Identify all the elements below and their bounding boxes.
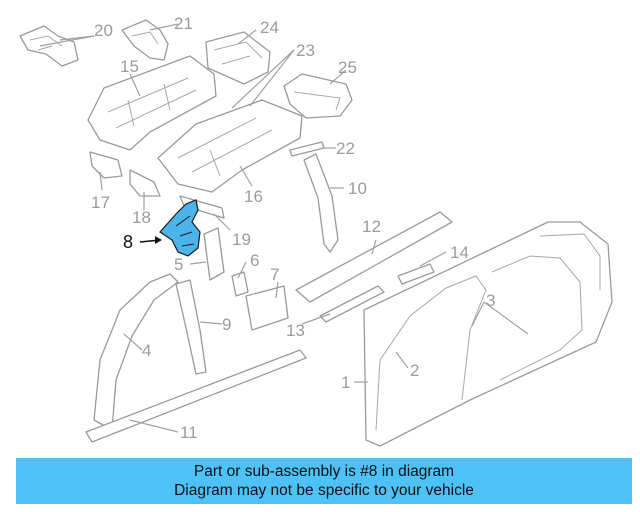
- callout-21: 21: [174, 14, 193, 33]
- callout-22: 22: [336, 139, 355, 158]
- part-13-rail: [319, 285, 385, 323]
- callout-13: 13: [286, 321, 305, 340]
- part-12-rocker-reinforcement: [295, 211, 453, 303]
- part-23-rear-floor-pan: [157, 99, 303, 193]
- callout-2: 2: [410, 361, 419, 380]
- part-24-crossmember: [205, 31, 271, 85]
- callout-10: 10: [348, 179, 367, 198]
- callout-17: 17: [91, 193, 110, 212]
- part-9-pillar: [175, 279, 207, 375]
- part-15-front-floor-pan: [87, 55, 217, 151]
- part-21-bracket: [121, 19, 169, 61]
- callout-12: 12: [362, 217, 381, 236]
- part-5-reinforcement: [203, 227, 225, 281]
- callout-3: 3: [486, 291, 495, 310]
- part-22-strip: [289, 141, 325, 157]
- callout-25: 25: [338, 58, 357, 77]
- part-17-bracket: [89, 151, 123, 179]
- callout-5: 5: [174, 255, 183, 274]
- part-7-reinforcement: [245, 285, 289, 331]
- banner-line-2: Diagram may not be specific to your vehi…: [174, 482, 474, 499]
- callout-24: 24: [260, 18, 279, 37]
- part-8-highlighted: [159, 199, 201, 257]
- callout-23: 23: [296, 41, 315, 60]
- callout-18: 18: [132, 208, 151, 227]
- callout-1: 1: [341, 373, 350, 392]
- callout-16: 16: [244, 187, 263, 206]
- callout-9: 9: [222, 315, 231, 334]
- part-6-bracket: [231, 271, 249, 297]
- callout-11: 11: [180, 423, 198, 442]
- part-1-side-body-panel: [363, 221, 613, 447]
- part-4-inner-pillar: [93, 273, 179, 431]
- callout-7: 7: [270, 265, 279, 284]
- callout-14: 14: [450, 243, 469, 262]
- callout-8: 8: [123, 232, 133, 252]
- callout-15: 15: [120, 57, 139, 76]
- part-10-pillar: [303, 153, 339, 253]
- callout-4: 4: [142, 341, 151, 360]
- part-20-bracket: [19, 25, 79, 67]
- part-14-bracket: [397, 263, 435, 285]
- callout-6: 6: [250, 251, 259, 270]
- part-11-sill: [85, 349, 307, 443]
- info-banner: Part or sub-assembly is #8 in diagram Di…: [16, 458, 632, 504]
- part-25-rear-panel: [283, 73, 353, 119]
- banner-line-1: Part or sub-assembly is #8 in diagram: [193, 463, 455, 480]
- leader-lines: [39, 23, 529, 433]
- callout-20: 20: [94, 21, 113, 40]
- part-18-bracket: [129, 169, 161, 197]
- callout-19: 19: [232, 230, 251, 249]
- parts-diagram: 20 21 24 15 23 25 22 17 16 10 18 19 12 1…: [19, 14, 613, 447]
